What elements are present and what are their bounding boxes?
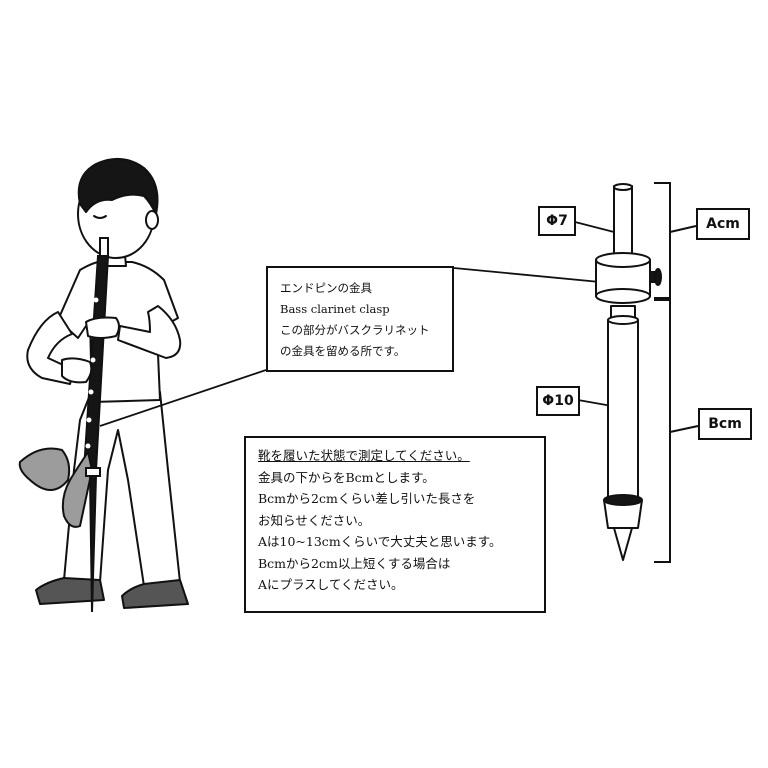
leader-lines bbox=[99, 221, 615, 427]
bracket-a bbox=[654, 182, 671, 299]
callout-line-4: の金具を留める所です。 bbox=[280, 344, 406, 358]
dimension-brackets bbox=[654, 182, 699, 563]
phi10-label: Φ10 bbox=[536, 386, 580, 416]
phi7-label: Φ7 bbox=[538, 206, 576, 236]
ear bbox=[145, 210, 159, 230]
instruction-line-5: Aは10~13cmくらいで大丈夫と思います。 bbox=[258, 534, 502, 549]
instruction-line-1: 靴を履いた状態で測定してください。 bbox=[258, 448, 470, 463]
instruction-line-6: Bcmから2cm以上短くする場合は bbox=[258, 555, 451, 571]
figure-endpin bbox=[88, 475, 98, 613]
lower-hand bbox=[61, 357, 93, 384]
instruction-line-4: お知らせください。 bbox=[258, 512, 371, 528]
closed-eye bbox=[93, 215, 107, 219]
mouthpiece bbox=[99, 237, 109, 257]
figure-endpin-clasp bbox=[85, 467, 101, 477]
right-shoe bbox=[121, 579, 189, 609]
instruction-line-7: Aにプラスしてください。 bbox=[258, 577, 404, 592]
endpin-detail bbox=[595, 183, 662, 561]
endpin-clasp-callout: エンドピンの金具 Bass clarinet clasp この部分がバスクラリネ… bbox=[266, 266, 454, 372]
clarinet-bell bbox=[61, 449, 94, 528]
person-figure bbox=[26, 157, 189, 609]
instruction-line-2: 金具の下からをBcmとします。 bbox=[258, 469, 435, 485]
hands bbox=[61, 316, 120, 384]
clarinet-keys bbox=[85, 297, 99, 449]
b-dimension-label: Bcm bbox=[698, 408, 752, 440]
upper-hand bbox=[85, 316, 120, 339]
instruction-line-3: Bcmから2cmくらい差し引いた長さを bbox=[258, 491, 476, 506]
callout-line-2: Bass clarinet clasp bbox=[280, 302, 390, 316]
callout-line-1: エンドピンの金具 bbox=[280, 281, 372, 295]
bracket-b bbox=[654, 299, 671, 563]
right-arm bbox=[117, 305, 182, 359]
measurement-instructions: 靴を履いた状態で測定してください。 金具の下からをBcmとします。 Bcmから2… bbox=[244, 436, 546, 613]
spike bbox=[613, 527, 633, 561]
thick-tube bbox=[607, 319, 639, 499]
bass-clarinet bbox=[18, 237, 110, 613]
left-shoe bbox=[35, 577, 105, 605]
callout-line-3: この部分がバスクラリネット bbox=[280, 323, 430, 337]
a-dimension-label: Acm bbox=[696, 208, 750, 240]
